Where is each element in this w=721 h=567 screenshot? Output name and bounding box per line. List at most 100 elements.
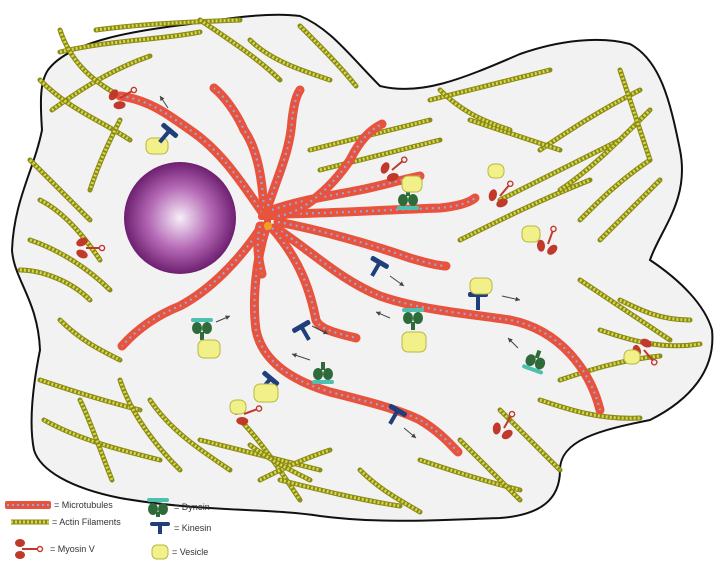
- legend-microtubules-label: = Microtubules: [54, 500, 113, 510]
- vesicle-8: [521, 225, 541, 243]
- legend-myosin: = Myosin V: [12, 536, 95, 562]
- centrosome: [258, 206, 276, 230]
- actin-filament-44: [247, 442, 313, 483]
- microtubule-dots-11: [121, 225, 263, 347]
- nucleus: [124, 162, 236, 274]
- actin-filament-core-8: [298, 24, 358, 87]
- actin-filament-17: [117, 377, 183, 473]
- legend-dynein-label: = Dynein: [174, 502, 210, 512]
- actin-filament-42: [257, 447, 333, 483]
- microtubule-dots-9: [271, 227, 357, 340]
- vesicle-icon: [151, 544, 169, 560]
- microtubule-dots-10: [253, 227, 459, 453]
- actin-filament-core-18: [148, 399, 231, 472]
- microtubules: [115, 83, 605, 457]
- microtubule-3: [263, 85, 305, 211]
- myosin-5: [76, 237, 106, 259]
- kinesin-4: [292, 320, 311, 341]
- actin-filament-core-34: [559, 108, 652, 192]
- kinesin-2: [370, 256, 389, 277]
- myosin-3: [488, 180, 514, 208]
- actin-filament-2: [93, 17, 243, 33]
- legend: = Microtubules = Actin Filaments = Myosi…: [0, 496, 330, 566]
- myosin-4: [536, 225, 558, 255]
- legend-microtubules: = Microtubules: [4, 500, 113, 510]
- actin-filament-core-12: [39, 198, 102, 261]
- actin-icon: [11, 519, 49, 525]
- actin-filament-core-26: [539, 398, 641, 420]
- actin-filament-43: [87, 117, 123, 193]
- microtubule-icon: [5, 501, 51, 509]
- myosin-icon: [15, 539, 44, 559]
- actin-filament-core-21: [279, 478, 401, 508]
- legend-dynein: = Dynein: [144, 496, 210, 518]
- myosin-2: [380, 156, 408, 182]
- actin-filament-core-31: [459, 178, 591, 242]
- legend-vesicle-label: = Vesicle: [172, 547, 209, 557]
- legend-kinesin: = Kinesin: [148, 520, 211, 536]
- direction-arrow-3: [501, 295, 521, 302]
- direction-arrow-9: [403, 427, 417, 439]
- direction-arrow-2: [389, 275, 405, 287]
- legend-vesicle: = Vesicle: [150, 543, 208, 561]
- actin-filament-core-38: [469, 118, 561, 152]
- actin-filament-core-6: [199, 18, 282, 82]
- actin-filament-core-10: [29, 238, 112, 292]
- vesicle-9: [623, 349, 641, 365]
- kinesin-1: [158, 122, 179, 144]
- actin-filament-core-5: [58, 29, 121, 98]
- microtubule-2: [209, 83, 269, 213]
- actin-filament-core-14: [39, 378, 141, 412]
- actin-filament-core-45: [438, 88, 511, 132]
- kinesin-6: [388, 404, 407, 425]
- legend-myosin-label: = Myosin V: [50, 544, 95, 554]
- direction-arrow-6: [311, 325, 329, 335]
- kinesin-icon: [150, 522, 170, 534]
- vesicle-10: [229, 399, 247, 415]
- myosin-1: [108, 86, 138, 110]
- actin-filament-core-25: [498, 408, 562, 472]
- actin-filament-22: [357, 467, 423, 515]
- actin-filament-core-16: [78, 399, 114, 481]
- actin-filament-core-11: [19, 268, 92, 302]
- legend-kinesin-label: = Kinesin: [174, 523, 212, 533]
- legend-actin: = Actin Filaments: [10, 517, 121, 527]
- vesicle-3: [469, 277, 493, 295]
- microtubule-6: [273, 119, 387, 221]
- actin-filament-core-36: [578, 158, 651, 222]
- dynein-4: [312, 362, 334, 384]
- motor-proteins: [76, 86, 658, 440]
- actin-filament-13: [57, 317, 123, 363]
- actin-filament-core-24: [458, 438, 522, 502]
- dynein-5: [191, 318, 213, 340]
- direction-arrow-7: [291, 353, 311, 361]
- vesicle-6: [253, 383, 279, 403]
- actin-filament-32: [497, 137, 623, 203]
- direction-arrow-5: [507, 337, 519, 349]
- dynein-icon: [147, 498, 169, 517]
- dynein-2: [402, 308, 424, 330]
- microtubule-dots-8: [275, 227, 602, 411]
- actin-filament-core-41: [429, 68, 551, 102]
- vesicle-2: [401, 175, 423, 193]
- vesicle-5: [197, 339, 221, 359]
- actin-filament-core-27: [559, 354, 661, 382]
- myosin-7: [492, 410, 516, 440]
- microtubule-dots-7: [277, 220, 447, 268]
- actin-filament-core-1: [59, 30, 201, 54]
- actin-filament-core-4: [38, 78, 131, 142]
- actin-filament-core-40: [319, 138, 441, 172]
- actin-filament-core-30: [579, 278, 671, 342]
- actin-filament-core-37: [618, 69, 652, 161]
- microtubule-5: [271, 193, 480, 219]
- direction-arrow-8: [215, 315, 231, 323]
- vesicle-7: [487, 163, 505, 179]
- vesicle-1: [145, 137, 169, 155]
- direction-arrow-1: [159, 95, 169, 109]
- dynein-3: [522, 349, 546, 375]
- actin-filament-core-7: [248, 38, 331, 82]
- legend-actin-label: = Actin Filaments: [52, 517, 121, 527]
- actin-filament-core-35: [598, 178, 662, 242]
- actin-filament-core-23: [419, 458, 521, 492]
